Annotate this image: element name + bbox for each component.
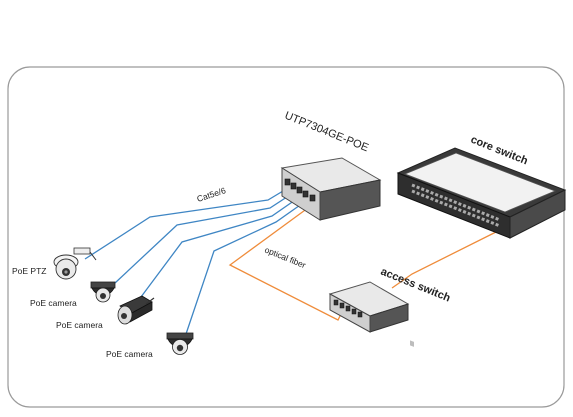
cable-ptz [84,187,289,260]
access-switch-ports [333,299,363,318]
core-switch-port-row-1 [411,183,501,222]
poe-camera-1-label: PoE camera [30,298,77,308]
cable-camera-3 [185,202,304,335]
core-switch-ports [410,340,414,347]
poe-switch-ports [284,178,316,202]
cable-camera-1 [114,192,294,284]
poe-camera-3-label: PoE camera [106,349,153,359]
poe-camera-2 [117,295,155,325]
poe-camera-2-label: PoE camera [56,320,103,330]
cable-camera-2 [134,197,299,306]
poe-ptz-camera [53,247,97,280]
core-switch-side [509,189,566,239]
optical-fiber-label: optical fiber [263,245,307,271]
core-switch-top-panel [403,152,557,213]
poe-ptz-label: PoE PTZ [12,266,46,276]
core-switch [396,147,567,347]
poe-switch [280,157,382,221]
access-switch [328,281,410,333]
poe-camera-3 [166,332,194,355]
poe-camera-1 [90,281,116,303]
poe-switch-label: UTP7304GE-POE [283,110,370,155]
diagram-frame [7,66,565,408]
utp-cables [84,187,304,335]
poe-switch-front [281,167,321,221]
core-switch-port-row-2 [411,189,501,228]
fiber-core-to-access [391,231,497,289]
cable-type-label: Cat5e/6 [196,185,228,204]
